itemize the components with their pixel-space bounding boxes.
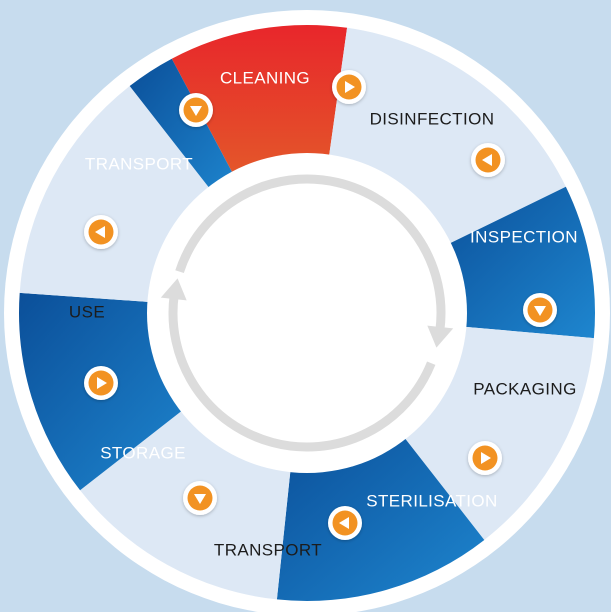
arrow-left-icon xyxy=(328,506,362,540)
label-disinfection: DISINFECTION xyxy=(370,109,495,128)
cycle-arc-1 xyxy=(175,174,446,333)
cycle-segments xyxy=(18,25,595,601)
segment-cleaning xyxy=(171,25,348,185)
segment-disinfection xyxy=(327,27,566,249)
arrow-right-icon xyxy=(84,366,118,400)
segment-inspection xyxy=(438,186,595,339)
arrow-down-icon xyxy=(179,93,213,127)
segment-transport-upper xyxy=(129,58,239,198)
step-connectors xyxy=(84,70,557,540)
cycle-arrowhead-2 xyxy=(160,278,187,301)
segment-labels: CLEANING DISINFECTION INSPECTION PACKAGING S… xyxy=(69,68,578,559)
cycle-arc-2 xyxy=(168,293,436,452)
label-transport-lower: TRANSPORT xyxy=(214,540,322,559)
center-disc xyxy=(162,168,452,458)
cycle-direction-arrows xyxy=(160,174,454,452)
label-packaging: PACKAGING xyxy=(473,379,576,398)
arrow-down-icon xyxy=(183,481,217,515)
arrow-right-icon xyxy=(468,441,502,475)
label-use: USE xyxy=(69,302,105,321)
arrow-right-icon xyxy=(332,70,366,104)
arrow-left-icon xyxy=(84,215,118,249)
label-transport-upper: TRANSPORT xyxy=(85,154,193,173)
label-storage: STORAGE xyxy=(100,443,186,462)
label-cleaning: CLEANING xyxy=(220,68,310,87)
label-sterilisation: STERILISATION xyxy=(366,491,497,510)
arrow-down-icon xyxy=(523,293,557,327)
label-inspection: INSPECTION xyxy=(470,227,578,246)
arrow-left-icon xyxy=(471,143,505,177)
cycle-arrowhead-1 xyxy=(427,325,454,348)
